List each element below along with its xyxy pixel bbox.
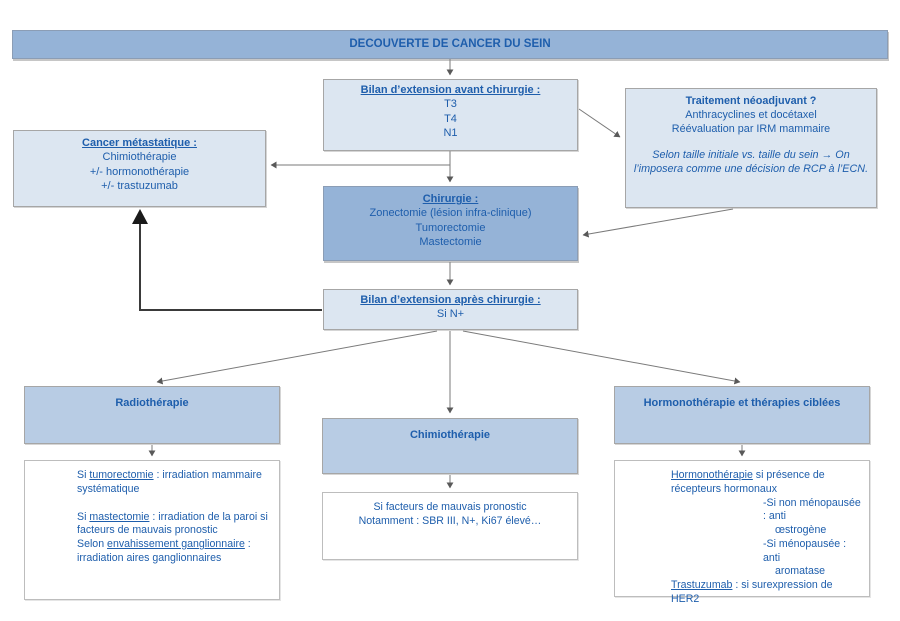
radio-detail-tumorectomie: Si tumorectomie : irradiation mammaire s… — [77, 469, 271, 497]
text-segment-underlined: Hormonothérapie — [671, 469, 753, 481]
bilan-avant-line-t3: T3 — [444, 98, 457, 111]
neoadjuvant-note: Selon taille initiale vs. taille du sein… — [633, 149, 869, 176]
node-hormonotherapie-therapies-ciblees: Hormonothérapie et thérapies ciblées — [614, 386, 870, 444]
text-segment-underlined: Trastuzumab — [671, 579, 733, 592]
arrow-bilan-apres-to-metastatique — [132, 209, 322, 311]
bilan-avant-line-n1: N1 — [443, 126, 458, 139]
node-decouverte-cancer-sein: DECOUVERTE DE CANCER DU SEIN — [12, 30, 888, 59]
arrow-bilan-apres-to-hormonotherapie — [462, 330, 741, 385]
node-cancer-metastatique: Cancer métastatique : Chimiothérapie +/-… — [13, 130, 266, 207]
node-hormonotherapie-detail: Hormonothérapie si présence de récepteur… — [614, 460, 870, 605]
neoadjuvant-line-2: Réévaluation par IRM mammaire — [671, 123, 831, 136]
node-chirurgie: Chirurgie : Zonectomie (lésion infra-cli… — [323, 186, 578, 261]
node-radiotherapie: Radiothérapie — [24, 386, 280, 444]
spacer — [632, 136, 870, 148]
radio-detail-ganglionnaire: Selon envahissement ganglionnaire : irra… — [77, 538, 271, 566]
arrow-neoadjuvant-to-chirurgie — [582, 208, 734, 238]
text-segment: Si — [77, 510, 90, 523]
hormono-detail-trastuzumab: Trastuzumab : si surexpression de HER2 — [671, 579, 861, 607]
hormono-detail-oestrogene: œstrogène — [775, 524, 827, 537]
node-bilan-extension-apres-chirurgie: Bilan d’extension après chirurgie : Si N… — [323, 289, 578, 330]
neoadjuvant-title: Traitement néoadjuvant ? — [685, 95, 817, 107]
text-segment: : irradiation aires ganglionnaires — [77, 538, 251, 564]
chirurgie-line-3: Mastectomie — [419, 235, 482, 248]
chimio-detail-line-2: Notamment : SBR III, N+, Ki67 élevé… — [358, 514, 542, 527]
node-chimiotherapie-detail: Si facteurs de mauvais pronostic Notamme… — [322, 492, 578, 560]
text-segment-underlined: mastectomie — [89, 510, 150, 523]
bilan-avant-line-t4: T4 — [444, 112, 457, 125]
hormono-detail-menopausee: -Si ménopausée : anti — [763, 537, 847, 564]
spacer — [77, 497, 271, 511]
hormonotherapie-title: Hormonothérapie et thérapies ciblées — [643, 397, 841, 409]
neoadjuvant-line-1: Anthracyclines et docétaxel — [685, 109, 817, 122]
chirurgie-title: Chirurgie : — [422, 193, 479, 205]
banner-title: DECOUVERTE DE CANCER DU SEIN — [349, 38, 551, 50]
bilan-apres-line-sin: Si N+ — [436, 308, 465, 321]
text-segment: : si surexpression de HER2 — [671, 579, 833, 605]
metastatique-line-3: +/- trastuzumab — [101, 179, 178, 192]
bilan-avant-title: Bilan d’extension avant chirurgie : — [360, 84, 541, 96]
node-bilan-extension-avant-chirurgie: Bilan d’extension avant chirurgie : T3 T… — [323, 79, 578, 151]
chimiotherapie-title: Chimiothérapie — [409, 429, 491, 441]
text-segment: : irradiation de la paroi si facteurs de… — [77, 510, 268, 537]
metastatique-title: Cancer métastatique : — [82, 137, 197, 149]
chirurgie-line-1: Zonectomie (lésion infra-clinique) — [369, 207, 532, 220]
hormono-detail-aromatase: aromatase — [775, 565, 826, 578]
text-segment: si présence de récepteurs hormonaux — [671, 469, 825, 495]
arrow-bilan-avant-to-neoadjuvant — [578, 108, 621, 138]
hormono-detail-hormonotherapie: Hormonothérapie si présence de récepteur… — [671, 469, 861, 497]
metastatique-line-1: Chimiothérapie — [102, 151, 177, 164]
node-radiotherapie-detail: Si tumorectomie : irradiation mammaire s… — [24, 460, 280, 600]
chimio-detail-line-1: Si facteurs de mauvais pronostic — [373, 501, 527, 513]
chirurgie-line-2: Tumorectomie — [415, 221, 486, 234]
arrow-bilan-apres-to-radiotherapie — [156, 330, 438, 385]
node-traitement-neoadjuvant: Traitement néoadjuvant ? Anthracyclines … — [625, 88, 877, 208]
radiotherapie-title: Radiothérapie — [115, 397, 189, 409]
text-segment: Selon — [77, 538, 108, 551]
text-segment: Si — [77, 469, 90, 481]
hormono-detail-non-menopausee: -Si non ménopausée : anti — [763, 496, 861, 523]
text-segment: : irradiation mammaire systématique — [77, 469, 262, 495]
node-chimiotherapie: Chimiothérapie — [322, 418, 578, 474]
text-segment-underlined: envahissement ganglionnaire — [107, 538, 245, 551]
text-segment-underlined: tumorectomie — [89, 469, 154, 481]
radio-detail-mastectomie: Si mastectomie : irradiation de la paroi… — [77, 511, 271, 539]
metastatique-line-2: +/- hormonothérapie — [89, 165, 190, 178]
bilan-apres-title: Bilan d’extension après chirurgie : — [360, 294, 541, 306]
